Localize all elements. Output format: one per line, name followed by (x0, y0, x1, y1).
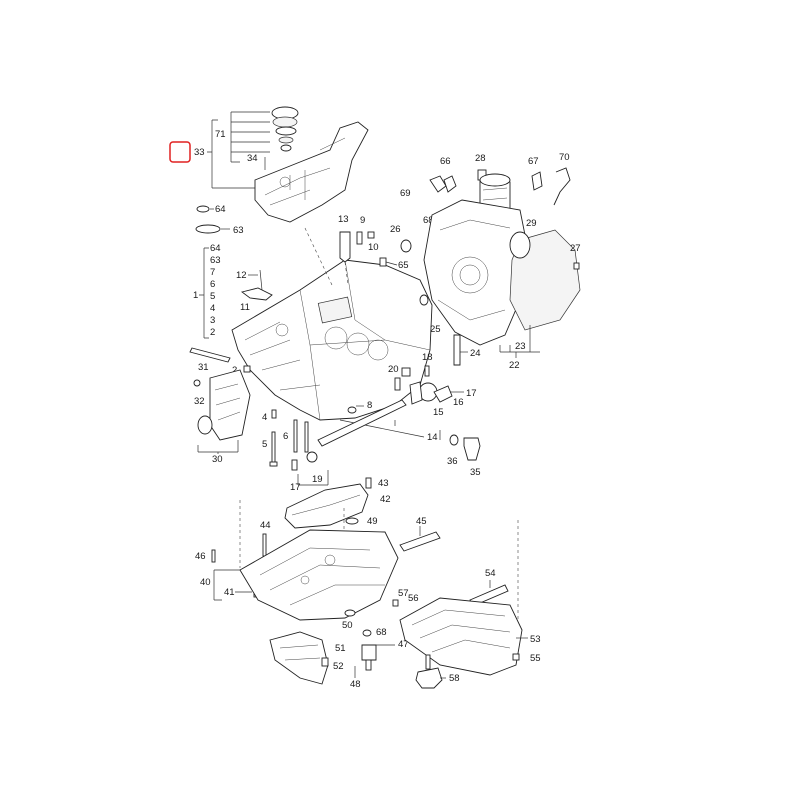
callout-58: 58 (449, 673, 460, 684)
callout-47: 47 (398, 639, 409, 650)
callout-43: 43 (378, 478, 389, 489)
callout-7: 7 (210, 267, 215, 278)
callout-9: 9 (360, 215, 365, 226)
callout-15: 15 (433, 407, 444, 418)
breather-cap-stack (264, 106, 299, 170)
callout-4b: 4 (262, 412, 267, 423)
callout-28: 28 (475, 153, 486, 164)
callout-41: 41 (224, 587, 235, 598)
callout-34: 34 (247, 153, 258, 164)
callout-64b: 64 (210, 243, 221, 254)
callout-17: 17 (466, 388, 477, 399)
oil-pump-drive (409, 381, 453, 405)
callout-57: 57 (398, 588, 409, 599)
callout-23: 23 (515, 341, 526, 352)
callout-3: 3 (210, 315, 215, 326)
callout-5: 5 (210, 291, 215, 302)
callout-42: 42 (380, 494, 391, 505)
callout-20: 20 (388, 364, 399, 375)
callout-18: 18 (422, 352, 433, 363)
callout-48: 48 (350, 679, 361, 690)
callout-17b: 17 (290, 482, 301, 493)
rear-seal-plate (509, 229, 581, 331)
callout-4: 4 (210, 303, 215, 314)
callout-40: 40 (200, 577, 211, 588)
callout-1: 1 (193, 290, 198, 301)
callout-55: 55 (530, 653, 541, 664)
callout-49: 49 (367, 516, 378, 527)
callout-6b: 6 (283, 431, 288, 442)
callout-53: 53 (530, 634, 541, 645)
callout-32: 32 (194, 396, 205, 407)
callout-51: 51 (335, 643, 346, 654)
callout-24: 24 (470, 348, 481, 359)
callout-63: 63 (233, 225, 244, 236)
timing-cover (423, 199, 529, 346)
callout-6: 6 (210, 279, 215, 290)
callout-2: 2 (210, 327, 215, 338)
oil-level-sensor (361, 644, 377, 671)
callout-68: 68 (423, 215, 434, 226)
callout-68b: 68 (376, 627, 387, 638)
callout-66: 66 (440, 156, 451, 167)
callout-19: 19 (312, 474, 323, 485)
callout-25: 25 (430, 324, 441, 335)
callout-11: 11 (240, 302, 250, 313)
callout-26: 26 (390, 224, 401, 235)
callout-2b: 2 (232, 365, 237, 376)
callout-8: 8 (367, 400, 372, 411)
callout-71: 71 (215, 129, 226, 140)
oil-pump-pickup (269, 631, 329, 685)
callout-13: 13 (338, 214, 349, 225)
lower-oil-pan (399, 597, 523, 676)
callout-5b: 5 (262, 439, 267, 450)
top-cover-housing (254, 121, 369, 223)
callout-65: 65 (398, 260, 409, 271)
callout-36: 36 (447, 456, 458, 467)
highlight-box-33[interactable] (169, 141, 191, 163)
callout-31: 31 (198, 362, 209, 373)
callout-70: 70 (559, 152, 570, 163)
callout-67: 67 (528, 156, 539, 167)
engine-block (231, 259, 433, 421)
callout-27: 27 (570, 243, 581, 254)
callout-54: 54 (485, 568, 496, 579)
oil-pressure-sender (449, 434, 481, 461)
callout-69: 69 (400, 188, 411, 199)
callout-22: 22 (509, 360, 520, 371)
drain-plug (415, 654, 443, 689)
callout-16: 16 (453, 397, 464, 408)
upper-oil-pan (239, 529, 399, 621)
balance-shaft (306, 399, 407, 463)
callout-10: 10 (368, 242, 379, 253)
callout-45: 45 (416, 516, 427, 527)
callout-35: 35 (470, 467, 481, 478)
callout-30: 30 (212, 454, 223, 465)
callout-52: 52 (333, 661, 344, 672)
oil-baffle (284, 483, 369, 529)
callout-44: 44 (260, 520, 271, 531)
callout-12: 12 (236, 270, 247, 281)
callout-29: 29 (526, 218, 537, 229)
callout-64: 64 (215, 204, 226, 215)
callout-46: 46 (195, 551, 206, 562)
callout-50: 50 (342, 620, 353, 631)
callout-56: 56 (408, 593, 419, 604)
side-cover-plate (197, 369, 251, 441)
callout-63b: 63 (210, 255, 221, 266)
callout-14: 14 (427, 432, 438, 443)
callout-33[interactable]: 33 (194, 147, 205, 158)
